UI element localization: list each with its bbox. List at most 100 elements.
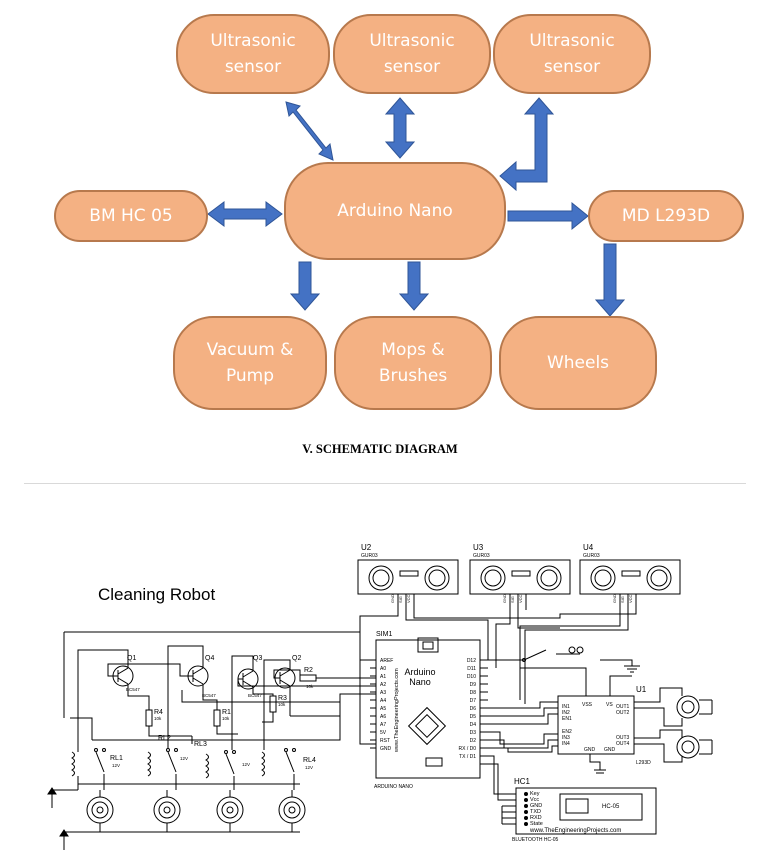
board-footer: ARDUINO NANO <box>374 784 413 790</box>
vacuum-pump-node: Vacuum & Pump <box>173 316 327 410</box>
ultrasonic-sensor-node-1: Ultrasonic sensor <box>176 14 330 94</box>
driver-pin-label: GND <box>604 747 616 753</box>
transistor-q1: Q1 BC547 <box>112 655 140 692</box>
motor-4 <box>278 796 306 824</box>
board-pin-label: D8 <box>470 690 477 696</box>
relay-ref: RL4 <box>303 757 316 764</box>
schematic-diagram: Cleaning Robot U2 GUR03 GND SIG VCC U3 G… <box>47 543 713 850</box>
bluetooth-footer: BLUETOOTH HC-05 <box>512 837 559 843</box>
sensor-u2: U2 GUR03 GND SIG VCC <box>357 543 459 610</box>
board-pin-label: D2 <box>470 738 477 744</box>
resistor-ref: R1 <box>222 709 231 716</box>
resistor-value: 10k <box>154 716 162 721</box>
board-pin-label: D12 <box>467 658 476 664</box>
node-label: Ultrasonic sensor <box>210 31 296 77</box>
arrow-ultrasonic1-arduino <box>285 101 334 161</box>
transistor-part: BC547 <box>202 693 216 698</box>
arrow-ultrasonic2-arduino <box>384 97 416 159</box>
transistor-ref: Q3 <box>253 655 262 662</box>
node-label: BM HC 05 <box>89 206 173 226</box>
board-pin-label: A7 <box>380 722 386 728</box>
relay-voltage: 12V <box>305 765 313 770</box>
node-label: Ultrasonic sensor <box>369 31 455 77</box>
relay-ref: RL2 <box>158 735 171 742</box>
board-pin-label: A1 <box>380 674 386 680</box>
transistor-ref: Q2 <box>292 655 301 662</box>
board-pin-label: D5 <box>470 714 477 720</box>
transistor-part: BC547 <box>248 693 262 698</box>
sensor-pin-label: SIG <box>620 596 625 603</box>
board-pin-label: D6 <box>470 706 477 712</box>
schematic-title: Cleaning Robot <box>98 585 215 604</box>
power-arrow-icon <box>59 829 69 850</box>
motor-2 <box>153 796 181 824</box>
board-pin-label: 5V <box>380 730 387 736</box>
node-label: Arduino Nano <box>337 201 453 221</box>
bluetooth-hc05: HC1 HC-05 Key Vcc GND TXD RXD State www.… <box>512 777 657 843</box>
bluetooth-ref: HC1 <box>514 777 531 786</box>
node-label: MD L293D <box>621 206 711 226</box>
board-pin-label: A5 <box>380 706 386 712</box>
driver-pin-label: GND <box>584 747 596 753</box>
driver-pin-label: OUT1 <box>616 704 630 710</box>
arrow-arduino-vacuum <box>289 261 321 311</box>
sensor-pin-label: SIG <box>510 596 515 603</box>
sensor-pin-label: VCC <box>628 594 633 603</box>
wheels-node: Wheels <box>499 316 657 410</box>
driver-pin-label: IN4 <box>562 741 570 747</box>
transistor-ref: Q4 <box>205 655 214 662</box>
sensor-part: GUR03 <box>361 553 378 559</box>
board-pin-label: TX / D1 <box>459 754 476 760</box>
transistor-ref: Q1 <box>127 655 136 662</box>
sensor-pin-label: GND <box>502 594 507 603</box>
board-pin-label: GND <box>380 746 392 752</box>
block-diagram-arrows <box>207 97 626 317</box>
wheel-motor-1 <box>676 695 713 719</box>
relay-voltage: 12V <box>242 762 250 767</box>
sensor-part: GUR03 <box>583 553 600 559</box>
driver-pin-label: IN1 <box>562 704 570 710</box>
motor-1 <box>86 796 114 824</box>
driver-pin-label: OUT4 <box>616 741 630 747</box>
bluetooth-pin-label: Key <box>530 791 540 797</box>
driver-pin-label: VS <box>606 702 613 708</box>
board-url: www.TheEngineeringProjects.com <box>394 668 400 753</box>
sensor-pin-label: SIG <box>398 596 403 603</box>
board-pin-label: A4 <box>380 698 386 704</box>
bluetooth-module-node: BM HC 05 <box>54 190 208 242</box>
section-divider <box>24 483 746 484</box>
bluetooth-module-label: HC-05 <box>602 804 620 810</box>
motor-3 <box>216 796 244 824</box>
relay-rl1: RL1 12V <box>71 740 123 790</box>
relay-rl2: RL2 12V <box>147 735 188 777</box>
node-label: Vacuum & Pump <box>206 340 294 386</box>
driver-pin-label: OUT3 <box>616 735 630 741</box>
sensor-ref: U2 <box>361 543 372 552</box>
relay-ref: RL1 <box>110 755 123 762</box>
power-terminal-icon <box>568 646 584 654</box>
relay-voltage: 12V <box>112 763 120 768</box>
arrow-arduino-mops <box>398 261 430 311</box>
driver-pin-label: IN2 <box>562 710 570 716</box>
board-pin-label: RX / D0 <box>458 746 476 752</box>
sensor-pin-label: GND <box>612 594 617 603</box>
motor-driver-l293d: U1 VSS VS IN1 IN2 EN1 EN2 IN3 IN4 OUT1 O… <box>557 685 651 766</box>
driver-pin-label: EN1 <box>562 716 572 722</box>
ultrasonic-sensor-node-3: Ultrasonic sensor <box>493 14 651 94</box>
resistor-value: 10k <box>222 716 230 721</box>
resistor-r1: R1 10k <box>213 709 231 727</box>
arrow-arduino-motordriver <box>507 201 589 231</box>
driver-part: L293D <box>636 760 651 766</box>
bluetooth-pin-label: GND <box>530 803 542 809</box>
sensor-part: GUR03 <box>473 553 490 559</box>
resistor-ref: R4 <box>154 709 163 716</box>
board-pin-label: A6 <box>380 714 386 720</box>
bluetooth-pin-label: State <box>530 821 543 827</box>
arduino-nano-node: Arduino Nano <box>284 162 506 260</box>
bluetooth-url: www.TheEngineeringProjects.com <box>529 828 621 834</box>
board-pin-label: D11 <box>467 666 476 672</box>
relay-rl3: RL3 12V <box>194 741 250 779</box>
board-pin-label: A3 <box>380 690 386 696</box>
arrow-motordriver-wheels <box>594 243 626 317</box>
